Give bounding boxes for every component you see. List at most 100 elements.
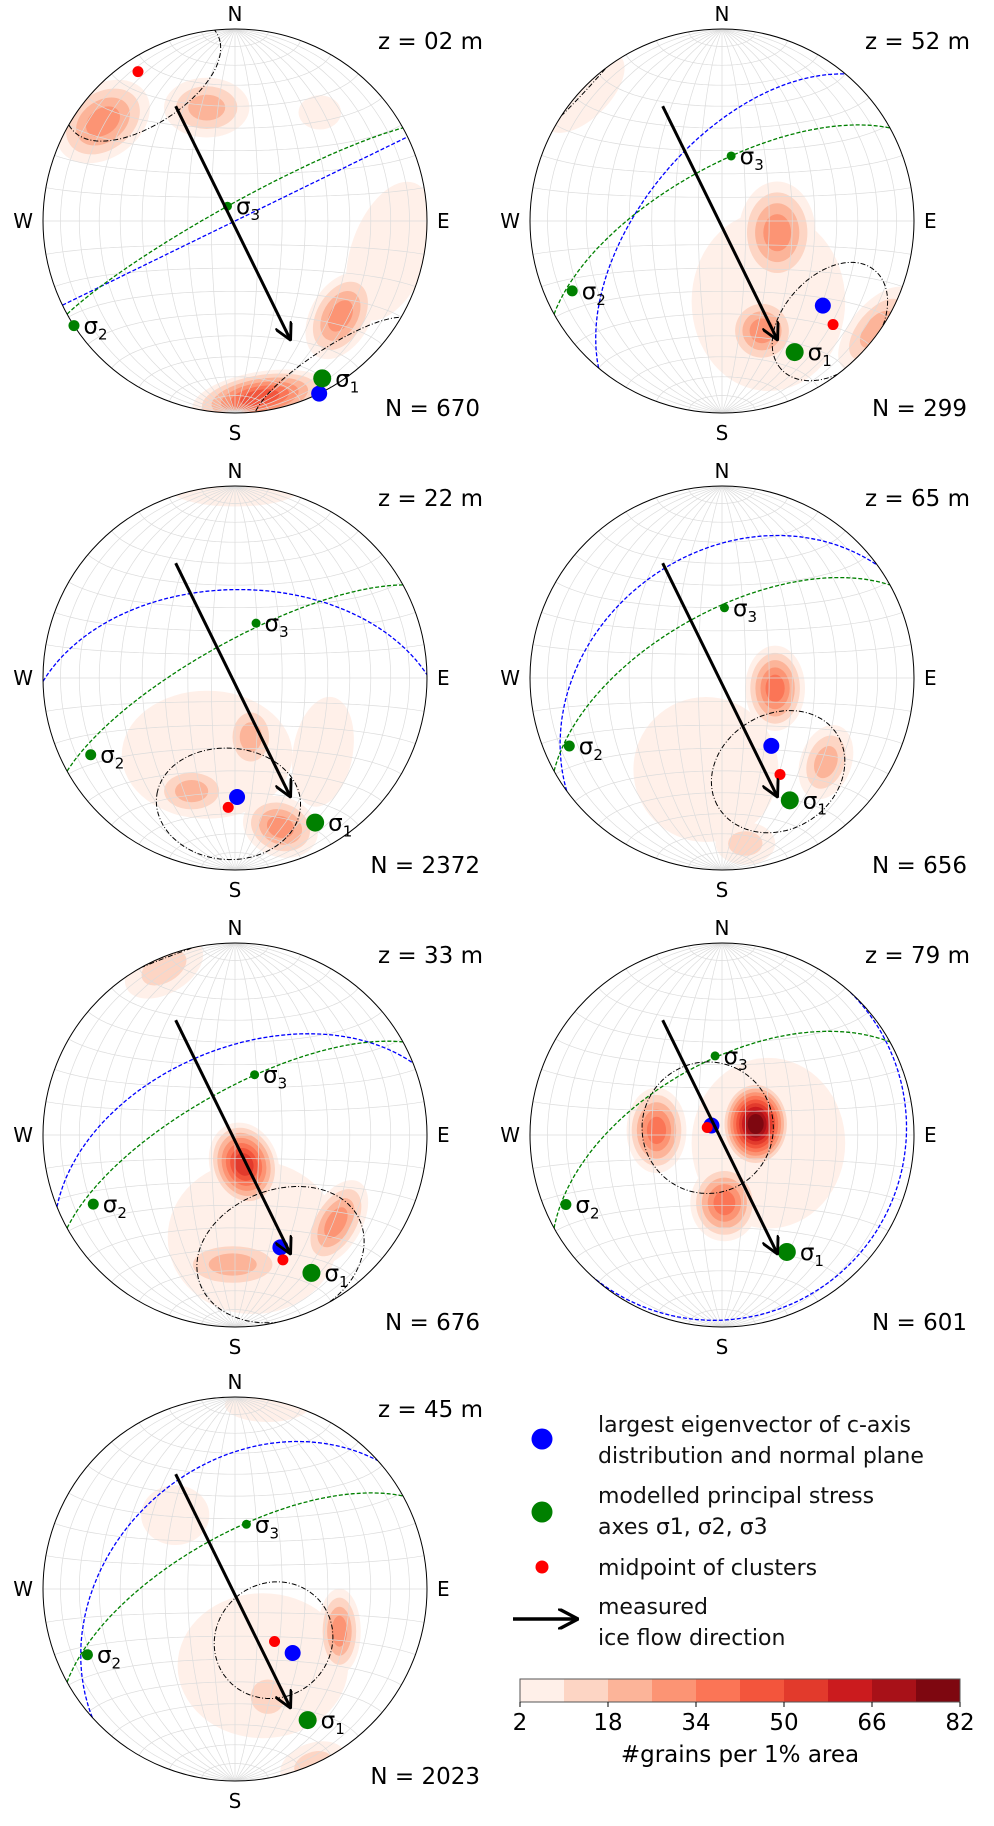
sigma1-point-label: σ1 <box>808 340 832 370</box>
grid-parallel <box>68 747 402 775</box>
eigenvector-point <box>763 737 780 754</box>
density-contour <box>291 696 354 807</box>
sigma2-point <box>566 285 578 297</box>
grid-parallel <box>45 644 425 655</box>
colorbar-band <box>608 1679 653 1702</box>
grid-parallel <box>574 770 870 802</box>
grid-parallel <box>111 1441 359 1475</box>
grid-parallel <box>574 1227 870 1259</box>
grid-parallel <box>598 530 846 564</box>
grid-parallel <box>54 1635 416 1656</box>
sigma-subscript: 3 <box>278 1075 288 1093</box>
cluster-cone-circle <box>68 30 401 412</box>
net-grid <box>530 486 914 870</box>
sigma-subscript: 1 <box>350 378 360 396</box>
sigma3-point-label: σ3 <box>265 611 289 641</box>
grain-count-label: N = 656 <box>872 853 967 879</box>
density-contour <box>633 697 779 842</box>
compass-e: E <box>437 666 450 690</box>
sigma1-point <box>780 791 799 810</box>
eigenvector-normal-plane <box>80 1440 378 1718</box>
cluster-cone-circle <box>142 947 365 1324</box>
grid-parallel <box>201 488 269 504</box>
sigma-subscript: 1 <box>339 1273 349 1291</box>
colorbar-tick-label: 34 <box>681 1710 710 1736</box>
sigma-symbol: σ <box>263 1063 278 1089</box>
colorbar-band <box>696 1679 741 1702</box>
net-content <box>43 943 427 1327</box>
compass-n: N <box>228 1370 243 1394</box>
grid-parallel <box>138 356 332 388</box>
compass-n: N <box>228 916 243 940</box>
compass-s: S <box>229 1789 242 1813</box>
density-contour <box>859 310 894 348</box>
grid-parallel <box>45 187 425 198</box>
colorbar-band <box>828 1679 873 1702</box>
sigma-symbol: σ <box>582 279 597 305</box>
grid-parallel <box>655 40 789 66</box>
sigma3-point <box>726 151 736 161</box>
cluster-cone-circle <box>710 710 846 834</box>
density-contour <box>765 674 785 702</box>
sigma-subscript: 3 <box>748 608 758 626</box>
legend: largest eigenvector of c-axisdistributio… <box>513 1413 924 1651</box>
colorbar-band <box>740 1679 785 1702</box>
grid-parallel <box>168 833 302 859</box>
legend-midpoint-text: midpoint of clusters <box>598 1556 817 1581</box>
sigma1-point-label: σ1 <box>803 788 827 818</box>
ice-flow-arrow <box>174 1019 290 1253</box>
compass-e: E <box>924 209 937 233</box>
sigma-symbol: σ <box>255 1512 270 1538</box>
density-cluster <box>298 95 342 130</box>
sigma2-point <box>563 740 575 752</box>
grid-parallel <box>68 1038 402 1066</box>
density-contour <box>208 1253 257 1276</box>
compass-w: W <box>13 666 33 690</box>
net-grid <box>43 943 427 1327</box>
sigma-symbol: σ <box>100 743 115 769</box>
grid-parallel <box>45 1555 425 1566</box>
eigenvector-point <box>229 789 246 806</box>
sigma-subscript: 2 <box>596 291 606 309</box>
grid-parallel <box>541 267 903 288</box>
eigenvector-normal-plane <box>593 991 908 1321</box>
colorbar-band <box>916 1679 961 1702</box>
colorbar-tick-label: 2 <box>513 1710 528 1736</box>
density-contour <box>747 1114 764 1134</box>
grid-parallel <box>688 31 756 47</box>
grid-parallel <box>555 1204 889 1232</box>
grid-parallel <box>111 1703 359 1737</box>
grid-parallel <box>574 1011 870 1043</box>
sigma-subscript: 1 <box>822 352 832 370</box>
sigma-subscript: 2 <box>593 746 603 764</box>
grid-parallel <box>555 290 889 318</box>
compass-s: S <box>716 878 729 902</box>
grid-parallel <box>68 581 402 609</box>
grid-parallel <box>87 1227 383 1259</box>
grid-parallel <box>201 945 269 961</box>
sigma-subscript: 2 <box>98 326 108 344</box>
sigma-symbol: σ <box>97 1643 112 1669</box>
sigma-subscript: 2 <box>590 1205 600 1223</box>
compass-s: S <box>716 1335 729 1359</box>
ice-flow-arrow <box>661 105 777 339</box>
depth-label: z = 65 m <box>865 486 970 512</box>
grid-parallel <box>168 1408 302 1434</box>
sigma3-point-label: σ3 <box>733 596 757 626</box>
grid-parallel <box>201 395 269 411</box>
grid-parallel <box>45 1612 425 1623</box>
grid-parallel <box>54 611 416 632</box>
sigma1-point <box>785 343 804 362</box>
eigenvector-normal-plane <box>62 136 408 306</box>
sigma2-point-label: σ2 <box>579 734 603 764</box>
colorbar-band <box>564 1679 609 1702</box>
depth-label: z = 02 m <box>378 29 483 55</box>
grid-parallel <box>598 73 846 107</box>
grain-count-label: N = 601 <box>872 1310 967 1336</box>
net-content <box>530 486 914 870</box>
grid-parallel <box>201 1763 269 1779</box>
compass-e: E <box>924 666 937 690</box>
net-grid <box>530 943 914 1327</box>
